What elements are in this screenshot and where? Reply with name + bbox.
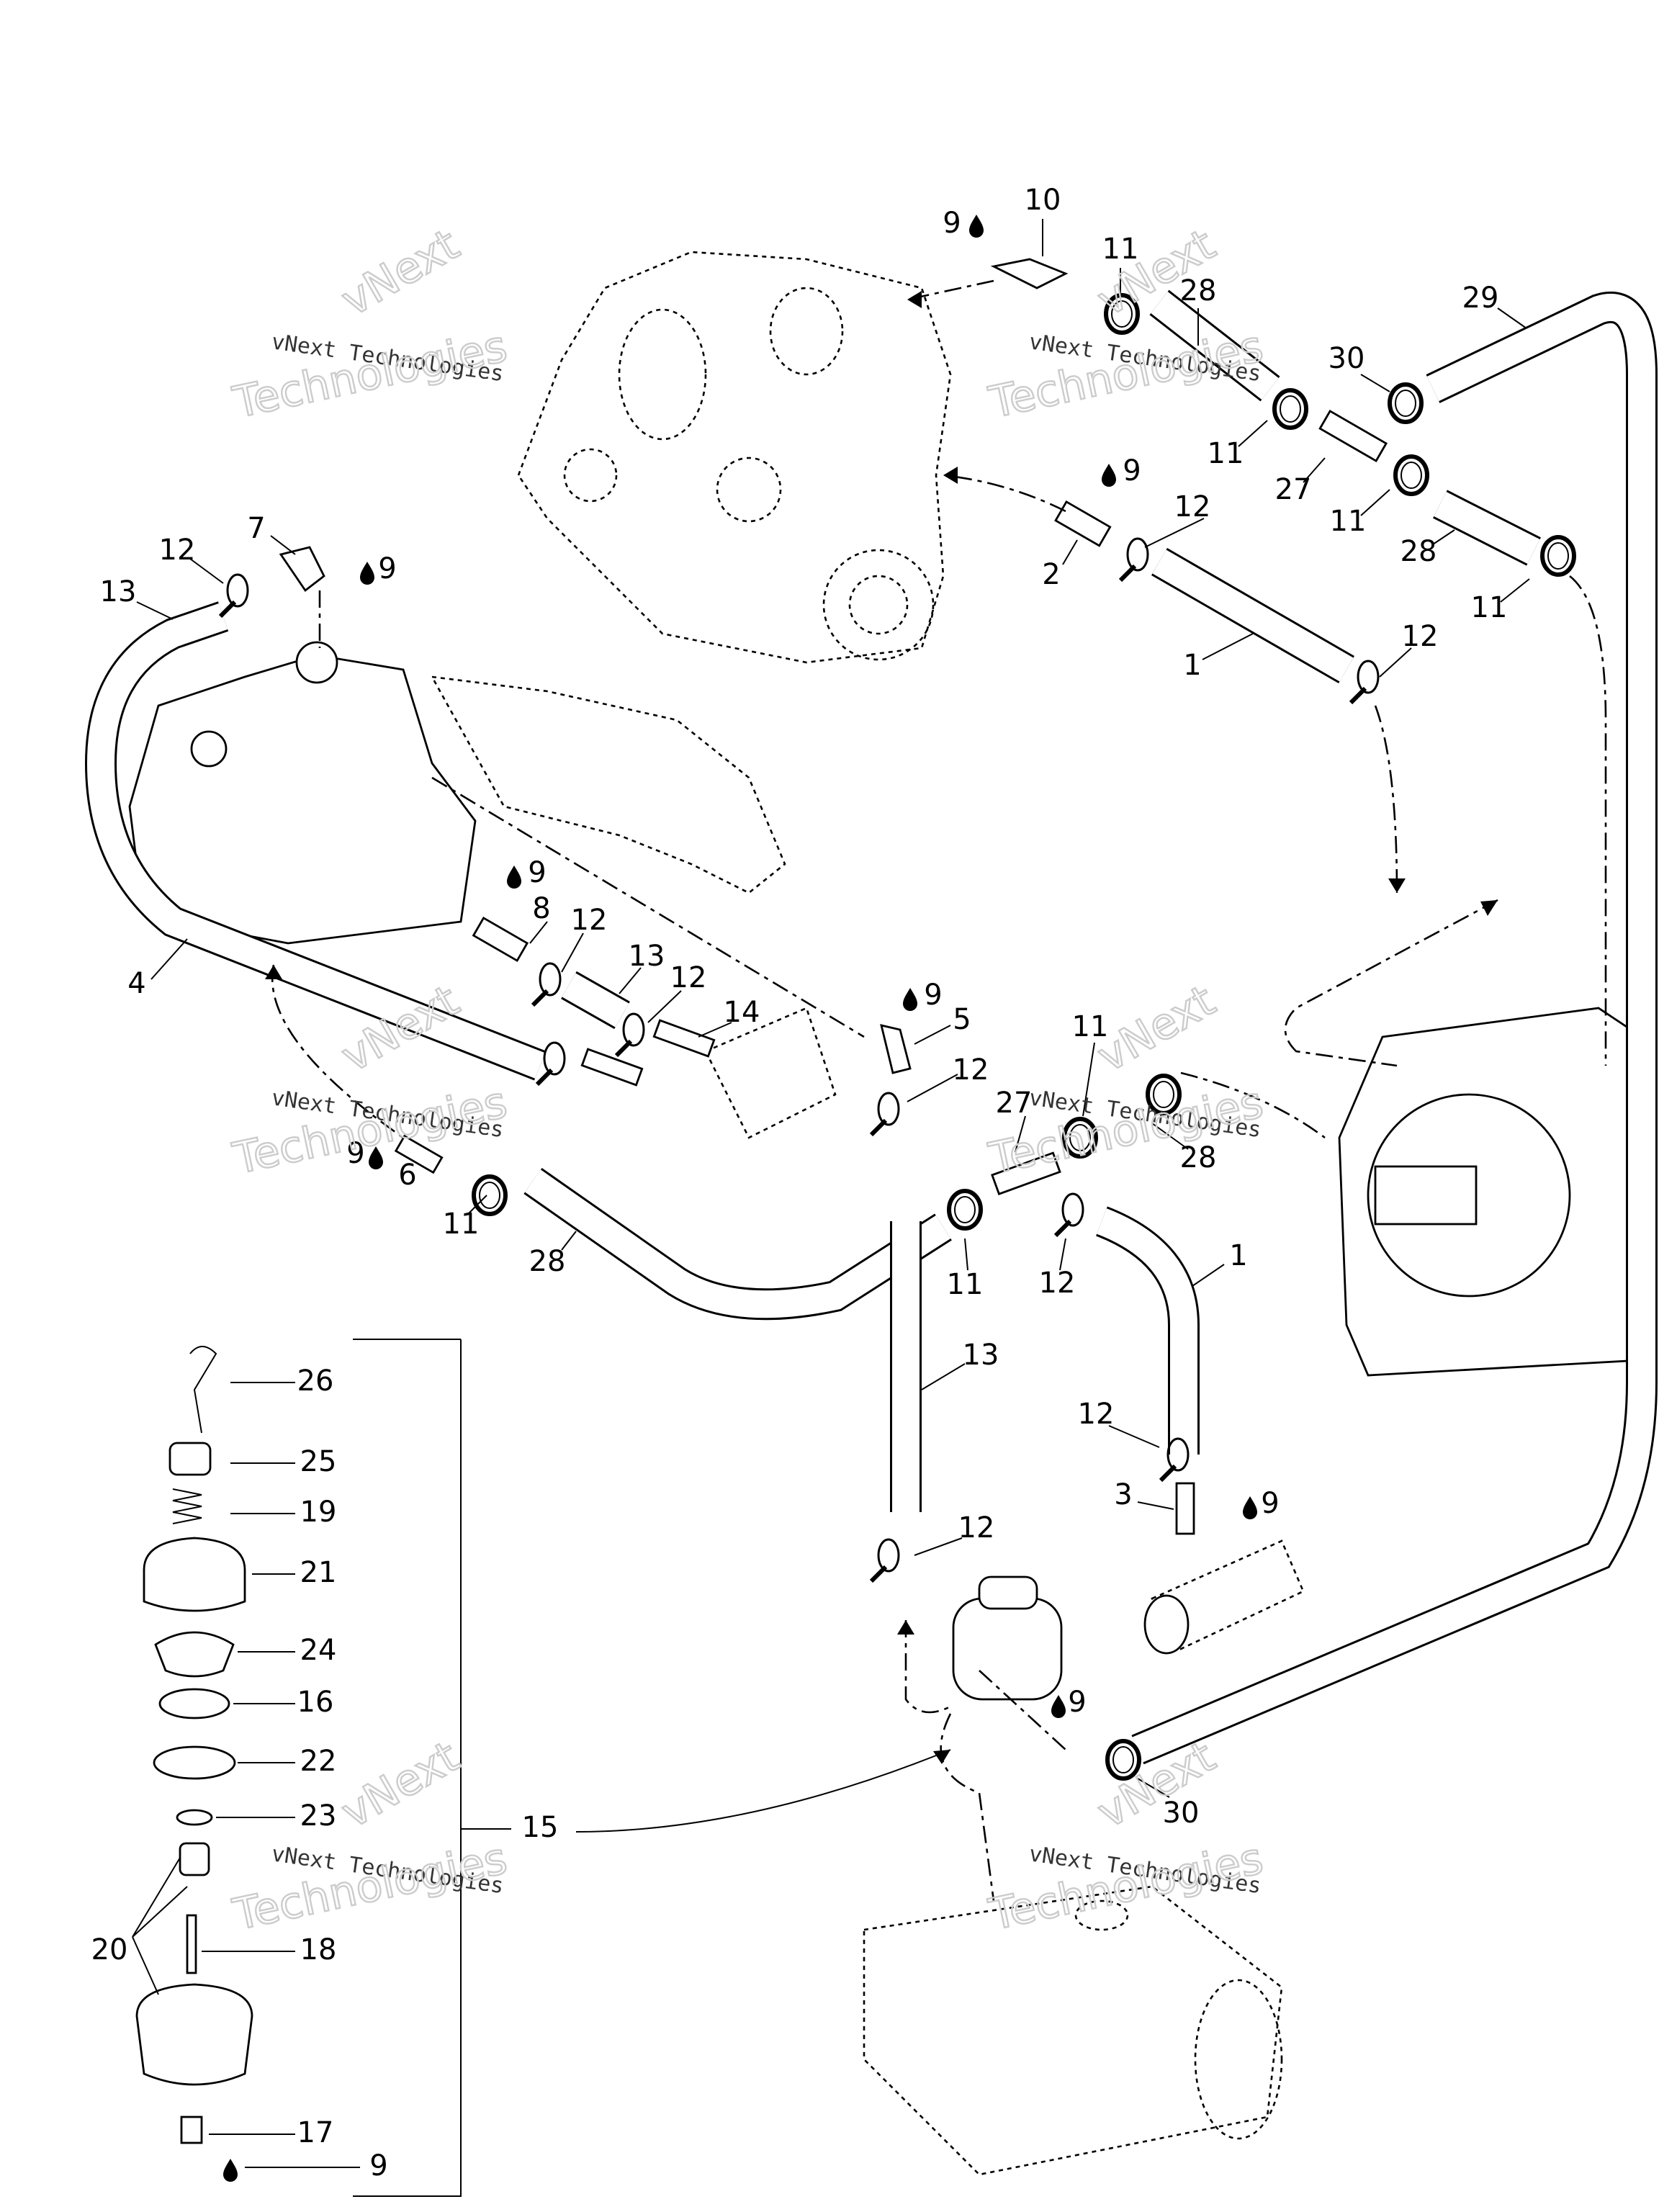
leader-lines [132,219,1530,2168]
callout: 9 [346,1137,364,1170]
callout: 10 [1025,184,1061,217]
callout: 2 [1042,558,1060,591]
strainer [1143,1539,1305,1655]
callout: 12 [1039,1267,1076,1300]
callout: 19 [300,1496,337,1529]
flow-lines [265,279,1607,1902]
watermark-text: vNext [333,1732,468,1838]
pump-housing [128,641,786,945]
callout: 9 [1068,1686,1086,1719]
oil-drop-icon [903,988,917,1011]
callout: 30 [1163,1797,1200,1830]
callout: 12 [953,1053,989,1087]
callout: 12 [159,534,196,567]
callout: 18 [300,1933,337,1966]
callout-labels: 9 10 11 28 29 30 11 27 11 28 11 9 12 2 1… [91,184,1508,2182]
callout: 9 [924,979,942,1012]
callout: 9 [1123,454,1141,487]
valve-assembly [135,1339,511,2197]
callout: 4 [127,967,145,1000]
callout: 13 [100,575,137,608]
callout: 12 [958,1511,995,1545]
callout: 9 [378,552,396,585]
callout: 27 [996,1087,1033,1120]
hoses [84,289,1658,1765]
callout: 3 [1114,1478,1132,1511]
callout: 12 [1174,490,1211,523]
callout: 12 [1402,620,1439,653]
callout: 11 [1072,1010,1109,1043]
ecu-module [1338,1007,1643,1377]
callout: 26 [297,1364,334,1398]
callout: 13 [963,1339,999,1372]
callout: 27 [1275,473,1312,506]
callout: 11 [1102,233,1139,266]
watermark-text: vNext [1089,976,1224,1082]
watermark-text: Technologies [229,1077,512,1184]
callout: 28 [529,1245,566,1278]
callout: 14 [724,996,760,1029]
callout: 28 [1401,535,1437,568]
watermark-text: Technologies [229,321,512,428]
oil-drop-icon [360,562,374,585]
watermark-text: Technologies [229,1833,512,1941]
callout: 12 [670,961,707,994]
callout: 28 [1180,274,1217,307]
watermark-text: Technologies [985,1833,1268,1941]
oil-drop-icon [1051,1695,1066,1718]
callout: 15 [522,1811,559,1844]
callout: 11 [443,1208,480,1241]
oil-drop-icon [969,215,984,238]
callout: 5 [953,1003,971,1036]
callout: 30 [1328,342,1365,375]
callout: 12 [571,904,608,937]
callout: 6 [398,1159,416,1192]
callout: 9 [528,856,546,889]
reservoir [952,1575,1063,1701]
bracket [704,1007,837,1139]
muffler [863,1885,1283,2176]
callout: 28 [1180,1141,1217,1174]
fittings [220,258,1574,1779]
oil-drop-icon [1243,1496,1257,1519]
callout: 8 [532,892,550,925]
oil-drop-icon [1102,464,1116,487]
callout: 11 [1330,505,1367,538]
callout: 7 [247,512,265,545]
oil-drop-icon [223,2159,238,2182]
oil-drop-icon [507,866,521,889]
callout: 21 [300,1556,337,1589]
callout: 1 [1229,1239,1247,1272]
watermark-text: Technologies [985,321,1268,428]
callout: 17 [297,2116,334,2149]
callout: 23 [300,1799,337,1833]
callout: 25 [300,1445,337,1478]
callout: 13 [629,940,665,973]
callout: 11 [1208,437,1244,470]
callout: 29 [1462,282,1499,315]
callout: 12 [1078,1398,1115,1431]
callout: 11 [1471,591,1508,624]
callout: 1 [1183,649,1201,682]
callout: 16 [297,1686,334,1719]
callout: 9 [369,2149,387,2182]
callout: 22 [300,1745,337,1778]
callout: 9 [1261,1487,1279,1520]
engine-block [517,251,952,664]
callout: 24 [300,1634,337,1667]
callout: 9 [943,207,961,240]
callout: 20 [91,1933,128,1966]
callout: 11 [947,1268,984,1301]
watermark-text: vNext [333,220,468,326]
